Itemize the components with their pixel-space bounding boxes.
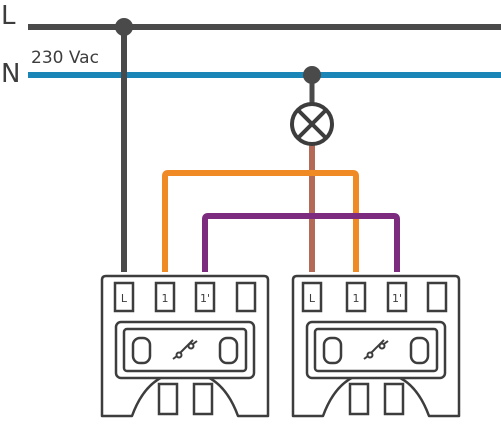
switch-1: L 1 1' <box>100 274 270 418</box>
bottom-slot-left <box>348 382 370 416</box>
neutral-label: N <box>1 59 20 89</box>
bottom-slot-right <box>192 382 214 416</box>
mechanism-inner <box>313 327 439 373</box>
terminal-1-prime: 1' <box>386 281 408 313</box>
switch-2: L 1 1' <box>291 274 461 418</box>
terminal-1-prime: 1' <box>194 281 216 313</box>
svg-text:1': 1' <box>392 292 402 305</box>
rocker-left <box>131 336 152 365</box>
switch-symbol-icon <box>363 339 389 360</box>
rocker-right <box>218 336 239 365</box>
terminal-blank <box>426 281 448 313</box>
svg-text:L: L <box>121 292 128 305</box>
svg-text:L: L <box>309 292 316 305</box>
mechanism-inner <box>122 327 248 373</box>
lamp-icon <box>290 102 334 146</box>
bottom-slot-left <box>157 382 179 416</box>
phase-junction-dot <box>115 18 133 36</box>
terminal-blank <box>235 281 257 313</box>
terminal-1: 1 <box>345 281 367 313</box>
terminal-l: L <box>301 281 323 313</box>
voltage-label: 230 Vac <box>31 48 99 68</box>
switch-symbol-icon <box>172 339 198 360</box>
rocker-right <box>409 336 430 365</box>
traveler-wire-2 <box>202 213 400 272</box>
svg-text:1: 1 <box>162 292 169 305</box>
svg-text:1: 1 <box>353 292 360 305</box>
svg-text:1': 1' <box>200 292 210 305</box>
traveler-wire-1 <box>162 170 359 272</box>
phase-label: L <box>1 1 16 31</box>
neutral-junction-dot <box>303 66 321 84</box>
bottom-slot-right <box>383 382 405 416</box>
rocker-left <box>322 336 343 365</box>
terminal-1: 1 <box>154 281 176 313</box>
terminal-l: L <box>113 281 135 313</box>
